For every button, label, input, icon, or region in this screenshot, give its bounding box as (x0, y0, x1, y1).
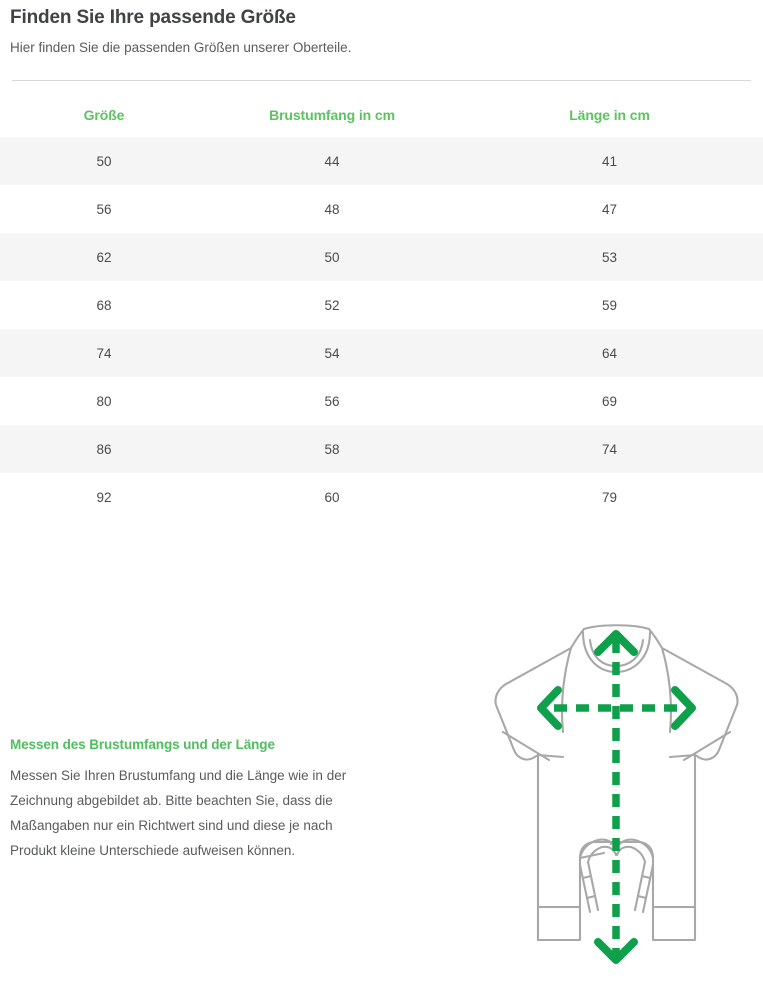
cell-chest: 54 (324, 345, 340, 361)
table-row: 74 54 64 (0, 329, 763, 377)
cell-size: 68 (96, 297, 112, 313)
column-header-chest: Brustumfang in cm (269, 107, 395, 123)
page-subtitle: Hier finden Sie die passenden Größen uns… (10, 40, 352, 55)
cell-size: 92 (96, 489, 112, 505)
measurement-arrows (554, 640, 679, 955)
romper-measurement-illustration (470, 610, 763, 984)
measurement-section: Messen des Brustumfangs und der Länge Me… (0, 596, 763, 984)
length-top-arrowhead-icon (594, 630, 638, 656)
cell-length: 69 (601, 393, 618, 409)
chest-left-arrowhead-icon (537, 686, 562, 730)
measure-info-heading: Messen des Brustumfangs und der Länge (10, 737, 275, 752)
cell-chest: 52 (324, 297, 340, 313)
page-title: Finden Sie Ihre passende Größe (10, 7, 296, 28)
cell-chest: 56 (324, 393, 340, 409)
page-header: Finden Sie Ihre passende Größe Hier find… (0, 0, 763, 81)
cell-length: 47 (601, 201, 618, 217)
cell-chest: 48 (324, 201, 340, 217)
cell-length: 64 (601, 345, 618, 361)
romper-diagram-svg (494, 624, 739, 964)
cell-length: 79 (601, 489, 618, 505)
cell-size: 62 (96, 249, 112, 265)
table-row: 56 48 47 (0, 185, 763, 233)
table-row: 86 58 74 (0, 425, 763, 473)
cell-size: 74 (96, 345, 112, 361)
cell-length: 74 (601, 441, 618, 457)
cell-chest: 44 (324, 153, 340, 169)
cell-length: 53 (601, 249, 618, 265)
measure-info-text: Messen Sie Ihren Brustumfang und die Län… (10, 768, 347, 858)
table-row: 50 44 41 (0, 137, 763, 185)
cell-chest: 50 (324, 249, 340, 265)
cell-length: 59 (601, 297, 618, 313)
header-divider (12, 80, 751, 81)
cell-size: 86 (96, 441, 112, 457)
table-body: 50 44 41 56 48 47 62 50 53 68 52 59 74 5 (0, 137, 763, 521)
cell-size: 80 (96, 393, 112, 409)
cell-chest: 58 (324, 441, 340, 457)
chest-right-arrowhead-icon (671, 686, 696, 730)
cell-size: 50 (96, 153, 112, 169)
cell-size: 56 (96, 201, 112, 217)
size-chart-table: Größe Brustumfang in cm Länge in cm 50 4… (0, 95, 763, 521)
cell-chest: 60 (324, 489, 340, 505)
table-row: 92 60 79 (0, 473, 763, 521)
table-row: 80 56 69 (0, 377, 763, 425)
cell-length: 41 (601, 153, 618, 169)
length-bottom-arrowhead-icon (594, 938, 638, 964)
column-header-length: Länge in cm (569, 107, 650, 123)
garment-outline-icon (494, 624, 739, 942)
table-row: 62 50 53 (0, 233, 763, 281)
column-header-size: Größe (83, 107, 125, 123)
measure-info-block: Messen des Brustumfangs und der Länge Me… (10, 736, 380, 863)
table-row: 68 52 59 (0, 281, 763, 329)
table-header-row: Größe Brustumfang in cm Länge in cm (0, 95, 763, 137)
